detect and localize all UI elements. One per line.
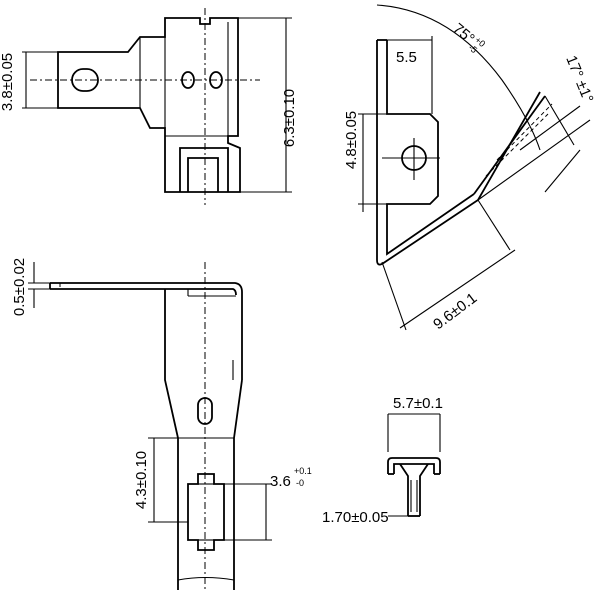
- front-view-slot-tol-upper: +0.1: [294, 466, 312, 476]
- section-view: 5.7±0.1 1.70±0.05: [322, 395, 443, 526]
- side-view-width-dim: 5.5: [396, 49, 417, 66]
- front-view: 0.5±0.02 4.3±0.10 3.6 +0.1 -0: [11, 258, 312, 590]
- side-view-tip-angle-dim: 17° ±1°: [562, 53, 596, 105]
- top-view-width-dim: 3.8±0.05: [0, 53, 16, 111]
- side-view-height-dim: 4.8±0.05: [343, 111, 360, 169]
- front-view-thickness-dim: 0.5±0.02: [11, 258, 28, 316]
- top-view: 3.8±0.05 6.3±0.10: [0, 8, 298, 205]
- side-view: 5.5 75° +0 -5 17° ±1° 4.8±0.05 9.6±0.1: [343, 4, 597, 334]
- section-gap-dim: 1.70±0.05: [322, 509, 389, 526]
- top-view-length-dim: 6.3±0.10: [281, 89, 298, 147]
- front-view-slot-tol-lower: -0: [296, 478, 304, 488]
- side-view-length-dim: 9.6±0.1: [430, 290, 480, 334]
- section-width-dim: 5.7±0.1: [393, 395, 443, 412]
- front-view-slot-dim: 3.6: [270, 473, 291, 490]
- front-view-length-dim: 4.3±0.10: [133, 451, 150, 509]
